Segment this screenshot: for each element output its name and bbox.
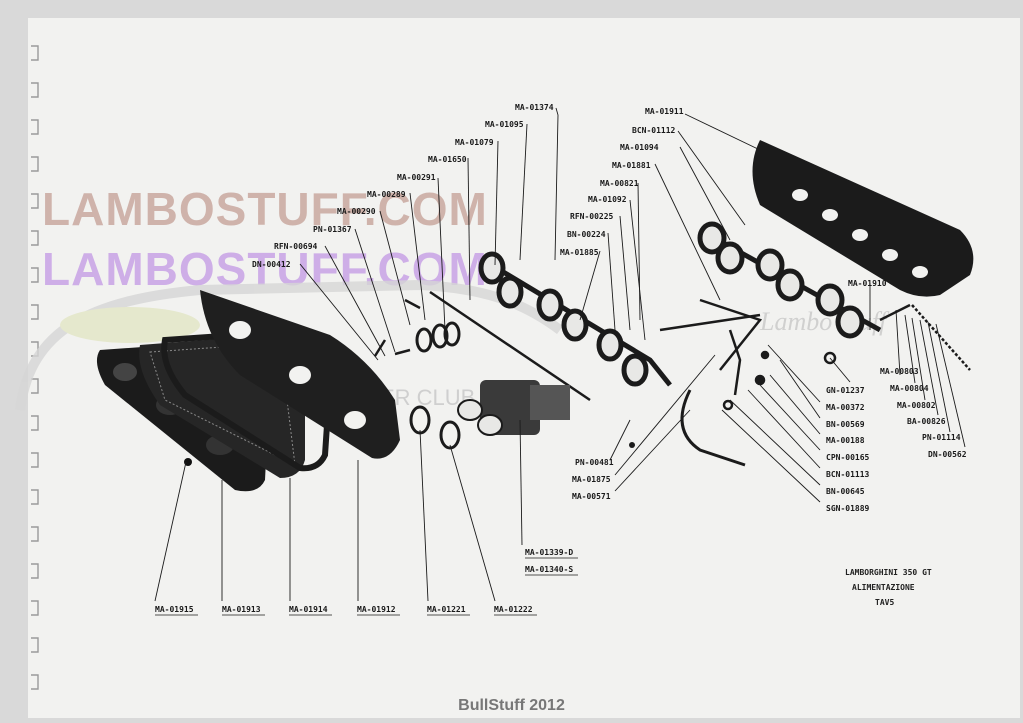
watermark-primary: LAMBOSTUFF.COM bbox=[42, 183, 488, 235]
carburettor bbox=[457, 380, 635, 448]
part-label: MA-00821 bbox=[600, 179, 639, 188]
part-labels: MA-01911 BCN-01112 MA-01094 MA-01881 MA-… bbox=[155, 103, 967, 614]
part-label: RFN-00694 bbox=[274, 242, 318, 251]
part-label: MA-01650 bbox=[428, 155, 467, 164]
intake-manifold-left bbox=[478, 251, 672, 387]
part-label: MA-01339-D bbox=[525, 548, 573, 557]
part-label: MA-01914 bbox=[289, 605, 328, 614]
part-label: MA-01092 bbox=[588, 195, 627, 204]
part-label: BCN-01112 bbox=[632, 126, 676, 135]
footer-credit: BullStuff 2012 bbox=[458, 697, 565, 714]
part-label: MA-00803 bbox=[880, 367, 919, 376]
part-label: BN-00645 bbox=[826, 487, 865, 496]
part-label: MA-00802 bbox=[897, 401, 936, 410]
part-label: MA-01912 bbox=[357, 605, 396, 614]
part-label: MA-00571 bbox=[572, 492, 611, 501]
part-label: BA-00826 bbox=[907, 417, 946, 426]
part-label: MA-00188 bbox=[826, 436, 865, 445]
air-filter-base bbox=[200, 290, 400, 459]
part-label: MA-01222 bbox=[494, 605, 533, 614]
part-label: CPN-00165 bbox=[826, 453, 870, 462]
part-label: MA-01885 bbox=[560, 248, 599, 257]
binder-holes bbox=[31, 45, 39, 690]
studs bbox=[373, 290, 591, 402]
part-label: BN-00224 bbox=[567, 230, 606, 239]
part-label: PN-00481 bbox=[575, 458, 614, 467]
part-label: DN-00562 bbox=[928, 450, 967, 459]
part-label: MA-00289 bbox=[367, 190, 406, 199]
label-underlines bbox=[155, 557, 578, 616]
part-label: RFN-00225 bbox=[570, 212, 614, 221]
part-label: MA-01911 bbox=[645, 107, 684, 116]
part-label: MA-01913 bbox=[222, 605, 261, 614]
caption-block: LAMBORGHINI 350 GT ALIMENTAZIONE TAV5 bbox=[845, 568, 932, 607]
part-label: MA-01374 bbox=[515, 103, 554, 112]
part-label: MA-00291 bbox=[397, 173, 436, 182]
part-label: MA-01095 bbox=[485, 120, 524, 129]
part-label: MA-01340-S bbox=[525, 565, 573, 574]
part-label: MA-01875 bbox=[572, 475, 611, 484]
leader-lines bbox=[154, 107, 966, 602]
part-label: MA-00372 bbox=[826, 403, 865, 412]
part-label: MA-01915 bbox=[155, 605, 194, 614]
part-label: SGN-01889 bbox=[826, 504, 870, 513]
caption-line3: TAV5 bbox=[875, 598, 894, 607]
part-label: MA-01910 bbox=[848, 279, 887, 288]
part-label: GN-01237 bbox=[826, 386, 865, 395]
part-label: BCN-01113 bbox=[826, 470, 870, 479]
part-label: PN-01367 bbox=[313, 225, 352, 234]
throttle-linkage bbox=[659, 298, 971, 467]
part-label: PN-01114 bbox=[922, 433, 961, 442]
part-label: MA-01079 bbox=[455, 138, 494, 147]
caption-line1: LAMBORGHINI 350 GT bbox=[845, 568, 932, 577]
part-label: MA-01881 bbox=[612, 161, 651, 170]
part-label: MA-01221 bbox=[427, 605, 466, 614]
air-filter-right bbox=[752, 140, 974, 297]
caption-line2: ALIMENTAZIONE bbox=[852, 583, 915, 592]
intake-manifold-right bbox=[697, 221, 882, 339]
part-label: MA-00804 bbox=[890, 384, 929, 393]
part-label: MA-00290 bbox=[337, 207, 376, 216]
part-label: MA-01094 bbox=[620, 143, 659, 152]
part-label: BN-00569 bbox=[826, 420, 865, 429]
part-label: DN-00412 bbox=[252, 260, 291, 269]
